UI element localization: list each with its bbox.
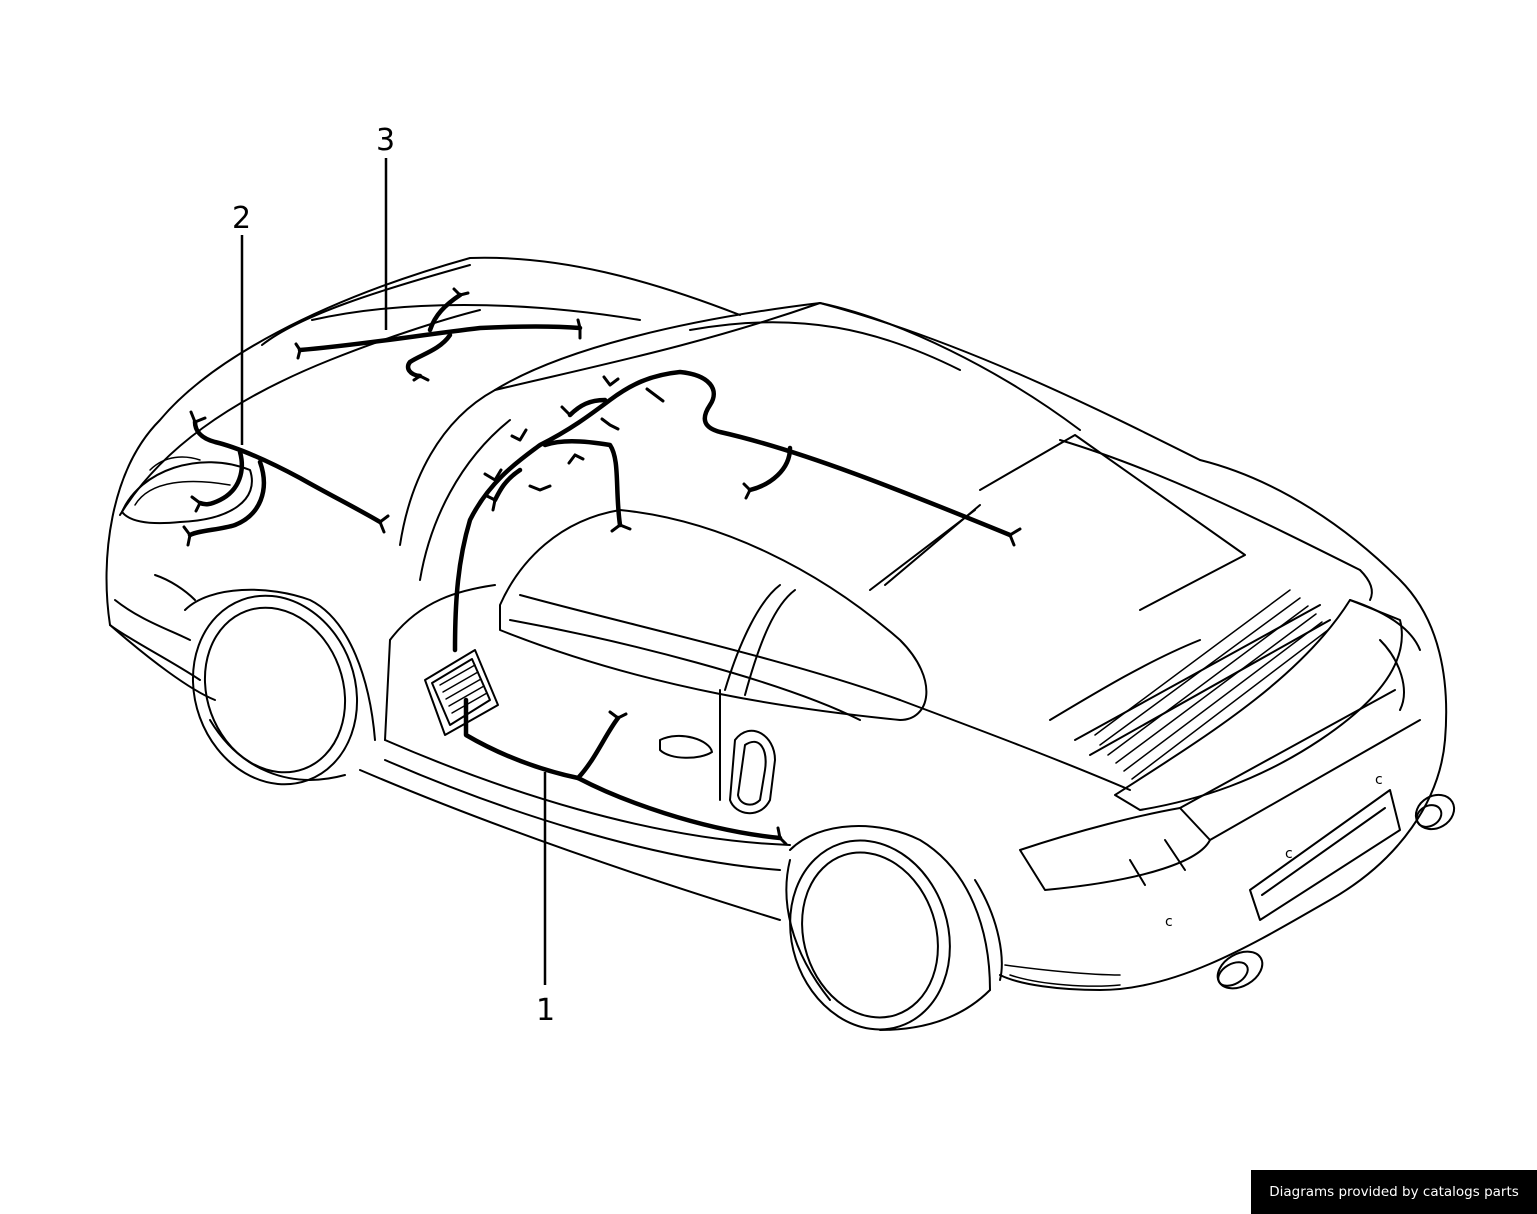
callout-leaders: [240, 158, 547, 985]
harness-2-front: [182, 410, 390, 547]
diagram-credit-banner: Diagrams provided by catalogs parts: [1251, 1170, 1537, 1214]
harness-1-connectors: [483, 375, 1022, 846]
callout-3-label: 3: [376, 123, 395, 158]
callout-1-label: 1: [536, 993, 555, 1028]
harness-3-trunk: [294, 287, 583, 382]
svg-text:c: c: [1285, 846, 1293, 862]
callout-2-label: 2: [232, 201, 251, 236]
control-unit-box: [424, 649, 499, 736]
svg-text:c: c: [1375, 772, 1383, 788]
engine-grille: [1094, 589, 1329, 780]
svg-text:c: c: [1165, 914, 1173, 930]
car-body-outline: c c c: [105, 256, 1456, 1031]
harness-1-main: [424, 369, 1022, 846]
